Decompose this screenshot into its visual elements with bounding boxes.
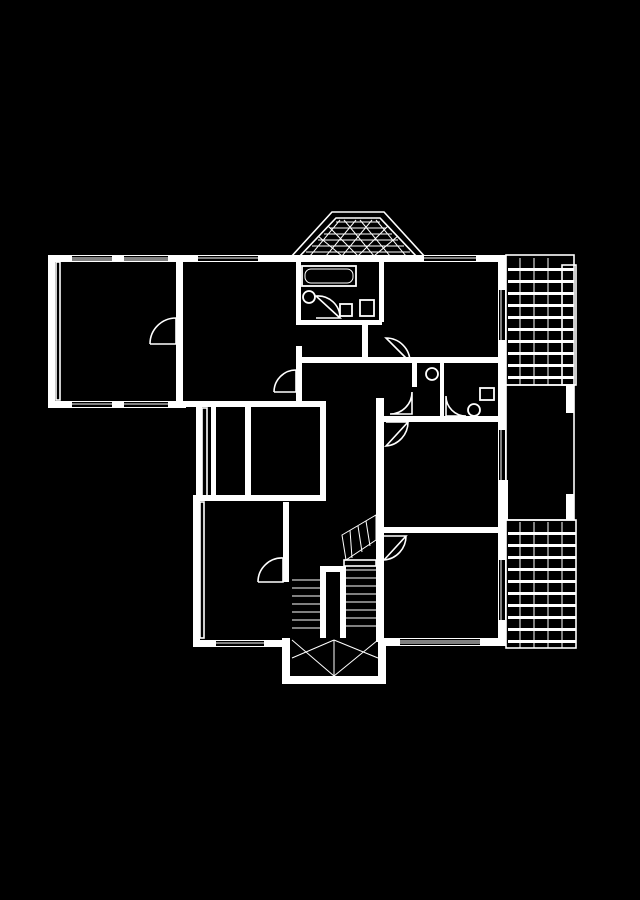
interior-walls [296, 262, 506, 642]
doors [149, 295, 467, 583]
pergola-top [505, 254, 577, 386]
staircase [291, 514, 379, 677]
bathroom-fixtures [301, 265, 495, 417]
bay-window [288, 211, 428, 259]
windows [72, 256, 505, 646]
pergola-bottom [505, 519, 577, 649]
